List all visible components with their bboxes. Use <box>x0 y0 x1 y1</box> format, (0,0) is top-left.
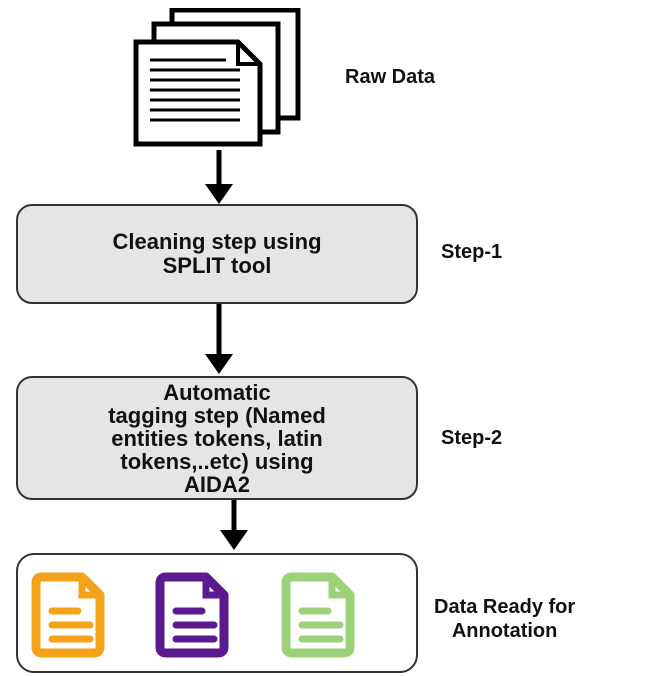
arrow-step2-to-final <box>220 500 248 550</box>
step2-tagging-box: Automatic tagging step (Named entities t… <box>16 376 418 500</box>
step1-box-text: Cleaning step using SPLIT tool <box>112 229 322 278</box>
document-icon-3 <box>281 572 355 658</box>
raw-data-label: Raw Data <box>345 66 436 88</box>
arrow-step1-to-step2 <box>205 304 233 374</box>
raw-data-documents-icon <box>133 8 301 147</box>
final-output-box <box>16 553 418 673</box>
document-icon-2 <box>155 572 229 658</box>
arrow-raw-to-step1 <box>205 150 233 204</box>
annotation-ready-documents <box>31 572 355 658</box>
step1-label: Step-1 <box>441 241 503 263</box>
document-icon-1 <box>31 572 105 658</box>
step2-label: Step-2 <box>441 427 503 449</box>
step1-cleaning-box: Cleaning step using SPLIT tool <box>16 204 418 304</box>
document-page-front <box>133 39 263 147</box>
final-label: Data Ready for Annotation <box>434 596 576 642</box>
step2-box-text: Automatic tagging step (Named entities t… <box>108 379 326 497</box>
